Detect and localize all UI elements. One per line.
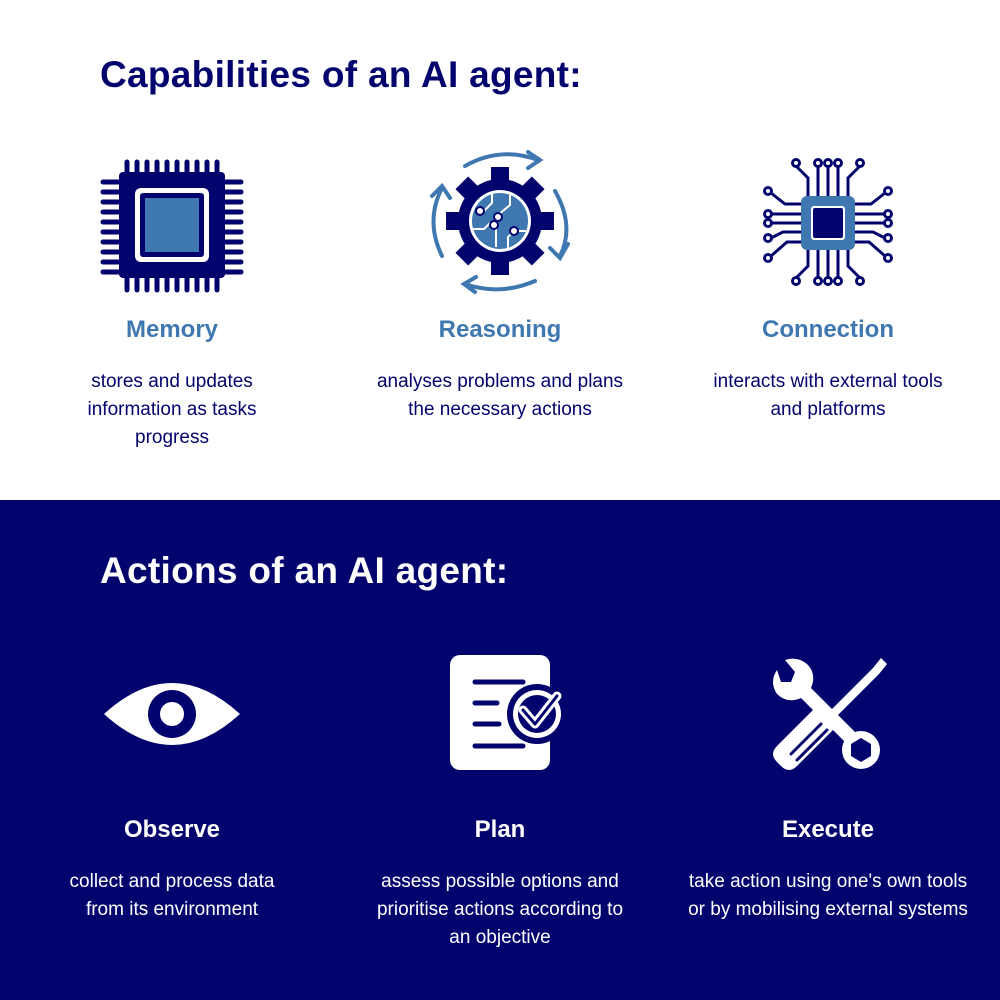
actions-section: Actions of an AI agent: Observe collect …	[0, 500, 1000, 1000]
action-execute: Execute take action using one's own tool…	[678, 640, 978, 970]
gear-circuit-cycle-icon	[420, 146, 580, 301]
capability-label: Reasoning	[438, 316, 562, 343]
cpu-chip-icon	[97, 150, 247, 305]
action-description: assess possible options and prioritise a…	[376, 871, 624, 948]
action-label: Plan	[474, 816, 526, 843]
capability-connection: Connection interacts with external tools…	[678, 140, 978, 470]
capability-description: interacts with external tools and platfo…	[713, 371, 943, 420]
action-description: collect and process data from its enviro…	[69, 871, 275, 920]
action-label: Observe	[123, 816, 221, 843]
action-plan: Plan assess possible options and priorit…	[350, 640, 650, 970]
capability-reasoning: Reasoning analyses problems and plans th…	[350, 140, 650, 470]
capabilities-title: Capabilities of an AI agent:	[100, 54, 582, 95]
capabilities-section: Capabilities of an AI agent: Memory stor…	[22, 54, 978, 470]
capability-description: stores and updates information as tasks …	[87, 371, 257, 448]
processor-connections-icon	[753, 148, 903, 303]
eye-icon	[102, 674, 242, 759]
capability-memory: Memory stores and updates information as…	[22, 140, 322, 470]
capability-description: analyses problems and plans the necessar…	[376, 371, 624, 420]
action-observe: Observe collect and process data from it…	[22, 640, 322, 970]
action-description: take action using one's own tools or by …	[688, 871, 968, 920]
wrench-screwdriver-icon	[763, 652, 893, 782]
action-label: Execute	[781, 816, 875, 843]
capability-label: Connection	[762, 316, 894, 343]
actions-title: Actions of an AI agent:	[100, 550, 509, 591]
capability-label: Memory	[125, 316, 219, 343]
checklist-document-icon	[435, 650, 567, 780]
